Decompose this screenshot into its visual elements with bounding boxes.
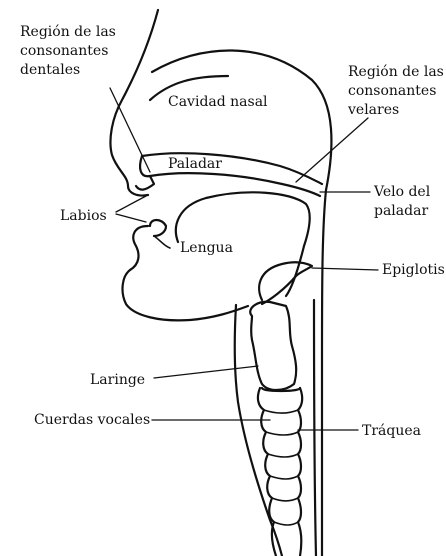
label-tongue: Lengua (180, 240, 233, 256)
anatomy (110, 10, 331, 556)
label-vocal-cords: Cuerdas vocales (34, 412, 150, 428)
larynx-shape (250, 302, 296, 390)
label-trachea: Tráquea (362, 423, 421, 439)
label-dental-region: Región de las consonantes dentales (20, 24, 120, 78)
leader-larynx (154, 366, 258, 378)
leader-dental (110, 88, 150, 172)
labels: Región de las consonantes dentales Cavid… (20, 24, 446, 439)
label-velum: Velo del paladar (373, 184, 435, 219)
leader-lines (110, 88, 378, 430)
label-lips: Labios (60, 208, 107, 224)
leader-lips-lower (116, 214, 146, 222)
epiglottis-shape (259, 262, 312, 304)
esophagus-line (314, 300, 316, 556)
label-larynx: Laringe (90, 372, 145, 388)
lower-teeth (150, 220, 166, 236)
head-back-pharynx (152, 50, 331, 556)
label-epiglottis: Epiglotis (382, 262, 445, 278)
trachea-rings (258, 388, 302, 556)
neck-front (235, 305, 282, 556)
label-velar-region: Región de las consonantes velares (347, 64, 446, 118)
leader-lips-upper (116, 196, 146, 212)
label-nasal-cavity: Cavidad nasal (168, 94, 268, 110)
label-palate: Paladar (168, 156, 222, 172)
tongue-tip (154, 236, 170, 248)
